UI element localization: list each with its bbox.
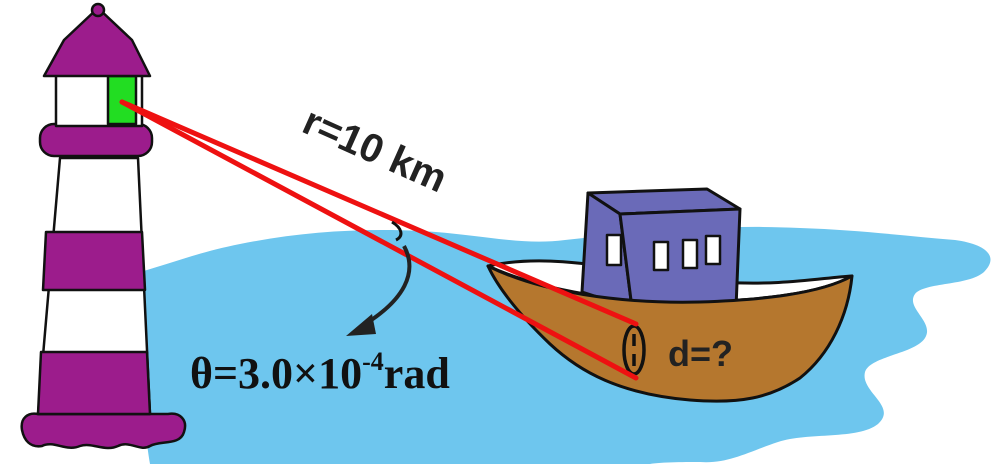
angle-exponent: -4 <box>362 347 384 376</box>
angle-arc <box>391 220 403 242</box>
size-label: d=? <box>668 333 733 374</box>
boat-window <box>652 240 670 272</box>
lighthouse-gallery <box>38 122 154 158</box>
lighthouse-roof-ball <box>90 2 106 18</box>
size-marker-ellipse <box>622 324 646 376</box>
angle-label: θ=3.0×10-4rad <box>190 347 450 398</box>
boat-window <box>681 238 699 270</box>
boat-window <box>605 233 623 267</box>
lighthouse-stripe <box>36 350 152 416</box>
lighthouse-base <box>20 412 187 450</box>
angle-pointer-arrow <box>360 245 412 328</box>
angle-unit: rad <box>384 349 450 398</box>
boat-window <box>704 234 722 266</box>
boat-cabin-front <box>618 207 742 310</box>
lighthouse-stripe <box>41 230 147 292</box>
lighthouse <box>20 2 187 450</box>
sight-line-lower <box>119 99 639 381</box>
angle-value: θ=3.0×10 <box>190 349 362 398</box>
sight-lines <box>119 99 639 381</box>
lighthouse-roof <box>42 6 152 78</box>
angle-pointer-arrowhead <box>346 314 376 336</box>
sight-line-upper <box>119 99 639 327</box>
